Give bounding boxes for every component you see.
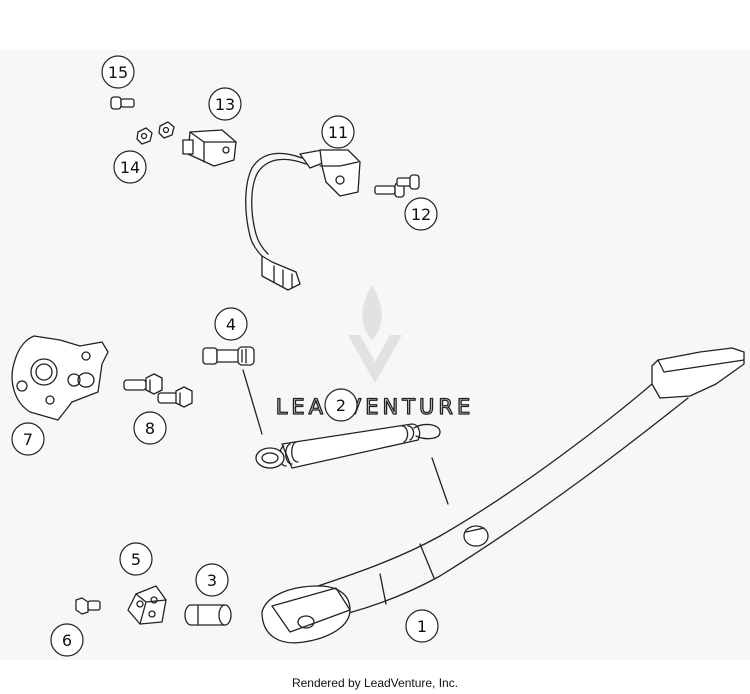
callout-7-label: 7 bbox=[23, 430, 33, 449]
part-12-screws bbox=[374, 174, 420, 198]
part-15-screw bbox=[110, 96, 135, 110]
callout-6-label: 6 bbox=[62, 631, 72, 650]
callout-13: 13 bbox=[208, 87, 242, 121]
callout-8: 8 bbox=[133, 411, 167, 445]
callout-4: 4 bbox=[214, 307, 248, 341]
callout-3: 3 bbox=[195, 563, 229, 597]
part-6-screw bbox=[75, 597, 101, 615]
flame-icon bbox=[362, 285, 382, 340]
leader-line-2-1 bbox=[431, 457, 449, 505]
callout-2-label: 2 bbox=[336, 396, 346, 415]
callout-13-label: 13 bbox=[215, 95, 235, 114]
callout-2: 2 bbox=[324, 388, 358, 422]
leadventure-watermark: LEADVENTURE bbox=[275, 285, 475, 420]
part-13-switch bbox=[182, 129, 237, 167]
callout-11: 11 bbox=[321, 115, 355, 149]
callout-8-label: 8 bbox=[145, 419, 155, 438]
callout-1-label: 1 bbox=[417, 617, 427, 636]
part-11-sensor-cable bbox=[245, 149, 361, 291]
callout-11-label: 11 bbox=[328, 123, 348, 142]
callout-5-label: 5 bbox=[131, 550, 141, 569]
part-5-spring-bracket bbox=[127, 585, 167, 625]
part-2-spring bbox=[255, 423, 441, 469]
v-logo-icon bbox=[348, 335, 402, 383]
callout-4-label: 4 bbox=[226, 315, 236, 334]
leader-line-4-2 bbox=[242, 369, 263, 435]
part-14-nuts bbox=[136, 121, 175, 145]
part-4-pin bbox=[202, 346, 255, 366]
callout-5: 5 bbox=[119, 542, 153, 576]
callout-3-label: 3 bbox=[207, 571, 217, 590]
part-8-bolts bbox=[123, 373, 193, 408]
callout-15-label: 15 bbox=[108, 63, 128, 82]
callout-14: 14 bbox=[113, 150, 147, 184]
watermark-text: LEADVENTURE bbox=[276, 395, 475, 419]
callout-14-label: 14 bbox=[120, 158, 140, 177]
callout-12-label: 12 bbox=[411, 205, 431, 224]
footer-credit: Rendered by LeadVenture, Inc. bbox=[291, 676, 459, 690]
callout-7: 7 bbox=[11, 422, 45, 456]
part-7-bracket bbox=[11, 335, 109, 421]
part-1-side-stand bbox=[261, 347, 745, 644]
callout-15: 15 bbox=[101, 55, 135, 89]
callout-12: 12 bbox=[404, 197, 438, 231]
callout-1: 1 bbox=[405, 609, 439, 643]
part-3-sleeve bbox=[184, 604, 232, 626]
callout-6: 6 bbox=[50, 623, 84, 657]
